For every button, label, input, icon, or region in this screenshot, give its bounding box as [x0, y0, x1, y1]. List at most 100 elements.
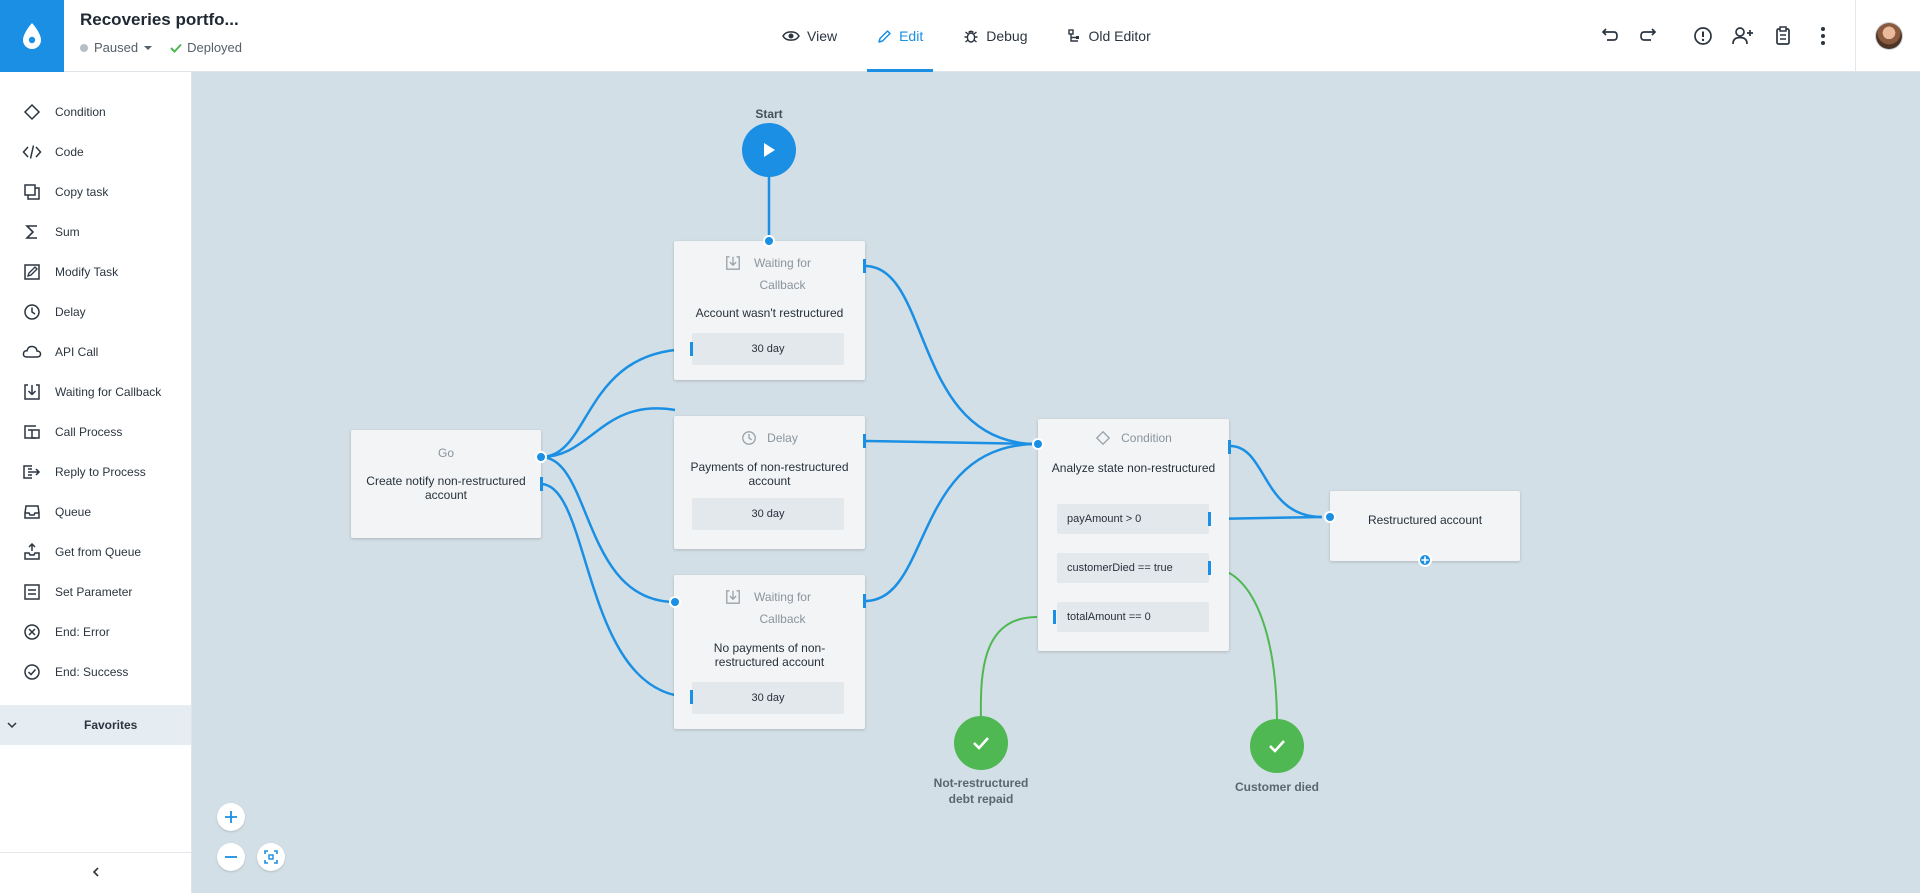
sidebar-item-label: Call Process	[55, 425, 123, 439]
user-avatar[interactable]	[1876, 23, 1902, 49]
end-success-node-1[interactable]	[954, 716, 1008, 770]
node-go-output-tick	[540, 477, 543, 491]
connector-layer	[540, 174, 1323, 726]
start-button[interactable]	[742, 123, 796, 177]
more-menu-button[interactable]	[1810, 23, 1836, 49]
node-condition-input-port[interactable]	[1032, 438, 1044, 450]
node-type-label: Waiting for Callback	[674, 252, 865, 296]
tab-view[interactable]: View	[772, 0, 847, 72]
caret-down-icon[interactable]	[141, 41, 155, 55]
sidebar-item-call-process[interactable]: Call Process	[0, 412, 191, 452]
tab-old-editor[interactable]: Old Editor	[1057, 0, 1160, 72]
sidebar-item-sum[interactable]: Sum	[0, 212, 191, 252]
sidebar-item-copy-task[interactable]: Copy task	[0, 172, 191, 212]
check-icon	[170, 43, 182, 53]
sidebar-item-delay[interactable]: Delay	[0, 292, 191, 332]
add-user-icon	[1732, 27, 1753, 45]
collapse-sidebar-button[interactable]	[86, 862, 106, 882]
download-icon	[725, 256, 740, 270]
sidebar-item-code[interactable]: Code	[0, 132, 191, 172]
redo-icon	[1640, 28, 1657, 41]
app-logo[interactable]	[0, 0, 64, 72]
undo-button[interactable]	[1596, 23, 1622, 49]
node-waiting-callback-1-input-port[interactable]	[763, 235, 775, 247]
sidebar-item-waiting-for-callback[interactable]: Waiting for Callback	[0, 372, 191, 412]
node-palette-sidebar: Condition Code Copy task Sum Modify Task…	[0, 72, 192, 893]
node-restructured-account[interactable]: Restructured account	[1330, 491, 1520, 561]
status-bar: Paused Deployed	[80, 40, 242, 55]
node-waiting-callback-1[interactable]: Waiting for Callback Account wasn't rest…	[674, 241, 865, 380]
diamond-icon	[1095, 430, 1111, 446]
sidebar-item-label: Condition	[55, 105, 106, 119]
end-success-node-2[interactable]	[1250, 719, 1304, 773]
sidebar-item-api-call[interactable]: API Call	[0, 332, 191, 372]
redo-button[interactable]	[1636, 23, 1662, 49]
clipboard-button[interactable]	[1770, 23, 1796, 49]
process-title[interactable]: Recoveries portfo...	[80, 10, 239, 29]
alert-button[interactable]	[1690, 23, 1716, 49]
sidebar-item-set-parameter[interactable]: Set Parameter	[0, 572, 191, 612]
inbox-out-icon	[21, 541, 43, 563]
inbox-icon	[21, 501, 43, 523]
end-success-label-2: Customer died	[1234, 780, 1319, 794]
cloud-icon	[21, 341, 43, 363]
sidebar-item-modify-task[interactable]: Modify Task	[0, 252, 191, 292]
sidebar-divider	[0, 852, 191, 853]
sidebar-item-condition[interactable]: Condition	[0, 92, 191, 132]
sidebar-item-queue[interactable]: Queue	[0, 492, 191, 532]
condition-param-customerdied[interactable]: customerDied == true	[1057, 553, 1209, 583]
fit-to-screen-button[interactable]	[257, 843, 285, 871]
node-go[interactable]: Go Create notify non-restructured accoun…	[351, 430, 541, 538]
link-delay-condition	[864, 439, 1038, 446]
status-dot	[80, 43, 88, 52]
download-icon	[725, 590, 740, 604]
param-tick	[1208, 512, 1211, 526]
play-icon	[764, 143, 775, 157]
tab-edit[interactable]: Edit	[867, 0, 934, 72]
param-tick	[690, 690, 693, 704]
node-param[interactable]: 30 day	[692, 498, 844, 530]
list-icon	[21, 581, 43, 603]
favorites-section-toggle[interactable]: Favorites	[0, 705, 191, 745]
node-title: No payments of non-restructured account	[713, 641, 826, 669]
sidebar-item-reply-to-process[interactable]: Reply to Process	[0, 452, 191, 492]
sidebar-item-end-error[interactable]: End: Error	[0, 612, 191, 652]
add-user-button[interactable]	[1730, 23, 1756, 49]
copy-icon	[21, 181, 43, 203]
sidebar-item-label: Waiting for Callback	[55, 385, 162, 399]
zoom-in-button[interactable]	[217, 803, 245, 831]
link-go-wait1	[540, 347, 693, 459]
sidebar-item-label: End: Error	[55, 625, 110, 639]
node-param[interactable]: 30 day	[692, 682, 844, 714]
node-delay[interactable]: Delay Payments of non-restructured accou…	[674, 416, 865, 549]
status-dropdown[interactable]: Paused	[94, 40, 139, 55]
node-type-label: Delay	[674, 427, 865, 449]
zoom-out-button[interactable]	[217, 843, 245, 871]
condition-param-totalamount[interactable]: totalAmount == 0	[1057, 602, 1209, 632]
check-icon	[1269, 740, 1285, 753]
tab-edit-label: Edit	[899, 28, 924, 44]
node-go-output-port[interactable]	[535, 451, 547, 463]
more-vert-icon	[1821, 27, 1825, 45]
node-param[interactable]: 30 day	[692, 333, 844, 365]
link-go-wait2-param	[540, 482, 693, 699]
start-label: Start	[755, 107, 783, 121]
add-next-node-button[interactable]	[1418, 553, 1432, 567]
logo-drop-icon	[23, 23, 41, 49]
node-restructured-input-port[interactable]	[1324, 511, 1336, 523]
node-waiting-callback-2[interactable]: Waiting for Callback No payments of non-…	[674, 575, 865, 729]
sidebar-item-label: Get from Queue	[55, 545, 142, 559]
node-type-label: Go	[437, 446, 454, 460]
flow-canvas[interactable]: Start Go Create notify non-restructured …	[192, 72, 1920, 893]
sidebar-item-end-success[interactable]: End: Success	[0, 652, 191, 692]
favorites-label: Favorites	[84, 718, 138, 732]
condition-param-payamount[interactable]: payAmount > 0	[1057, 504, 1209, 534]
download-icon	[21, 381, 43, 403]
undo-icon	[1601, 28, 1618, 41]
output-tick	[863, 259, 866, 273]
node-condition[interactable]: Condition Analyze state non-restructured…	[1038, 419, 1229, 651]
sidebar-item-get-from-queue[interactable]: Get from Queue	[0, 532, 191, 572]
tab-debug[interactable]: Debug	[953, 0, 1037, 72]
header-divider	[1855, 0, 1856, 72]
node-waiting-callback-2-input-port[interactable]	[669, 596, 681, 608]
